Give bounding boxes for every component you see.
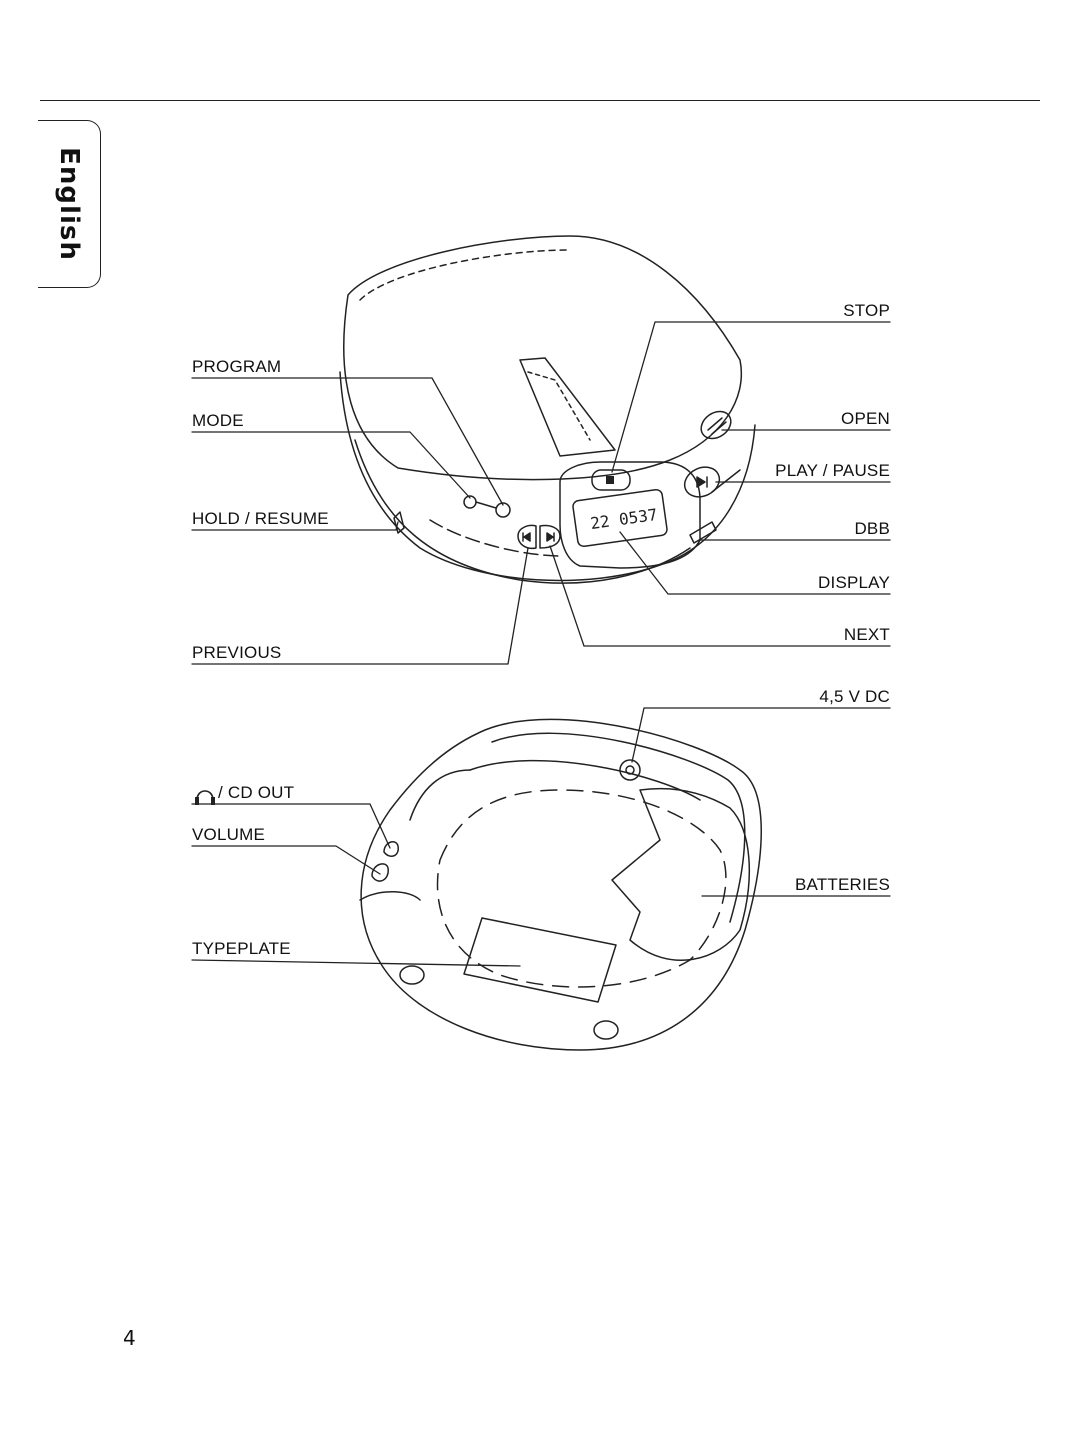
open-button [700, 410, 732, 440]
play-pause-button [683, 466, 721, 498]
lcd-text: 22 0537 [589, 505, 658, 533]
label-play-pause: PLAY / PAUSE [775, 461, 890, 480]
page-number: 4 [123, 1326, 136, 1350]
volume-wheel [371, 863, 389, 882]
headphone-icon [195, 790, 215, 805]
stop-button [591, 469, 631, 491]
typeplate-area [463, 917, 617, 1003]
leader-stop [611, 321, 891, 473]
label-dbb: DBB [854, 519, 890, 538]
previous-button [517, 524, 537, 550]
leader-hold [191, 521, 399, 531]
leader-dc [631, 707, 891, 763]
player-top-view: 22 0537 [339, 235, 756, 584]
player-bottom-outline [360, 718, 762, 1051]
label-previous: PREVIOUS [192, 643, 282, 662]
battery-door [611, 787, 751, 961]
top-leader-lines [191, 321, 891, 665]
player-body [339, 371, 756, 582]
player-bottom-view [359, 718, 762, 1051]
label-cd-out: / CD OUT [218, 783, 295, 802]
next-button [539, 524, 561, 549]
leader-program [191, 377, 504, 506]
label-batteries: BATTERIES [794, 875, 890, 894]
dbb-switch [689, 521, 717, 544]
language-tab: English [38, 120, 101, 288]
player-lid [343, 235, 743, 481]
label-typeplate: TYPEPLATE [192, 939, 291, 958]
label-mode: MODE [192, 411, 244, 430]
lcd-display [572, 488, 668, 548]
rubber-foot [593, 1020, 619, 1040]
leader-next [549, 545, 891, 647]
bottom-leader-lines [191, 707, 891, 967]
label-volume: VOLUME [192, 825, 265, 844]
play-pause-icon [696, 476, 708, 488]
label-next: NEXT [843, 625, 890, 644]
program-button [495, 502, 511, 518]
label-display: DISPLAY [818, 573, 890, 592]
leader-cd-out [191, 803, 391, 849]
next-icon [546, 532, 555, 542]
label-open: OPEN [841, 409, 890, 428]
top-rule [40, 100, 1040, 101]
leader-mode [191, 431, 471, 499]
previous-icon [522, 532, 531, 542]
label-program: PROGRAM [192, 357, 282, 376]
label-stop: STOP [843, 301, 890, 320]
label-dc-in: 4,5 V DC [819, 687, 890, 706]
label-hold-resume: HOLD / RESUME [192, 509, 329, 528]
dc-jack [619, 759, 641, 781]
leader-typeplate [191, 959, 521, 967]
leader-volume [191, 845, 381, 875]
rubber-foot [399, 965, 425, 985]
headphone-jack [383, 841, 399, 857]
leader-previous [191, 547, 529, 665]
leader-display [619, 531, 891, 595]
stop-icon [606, 476, 614, 484]
